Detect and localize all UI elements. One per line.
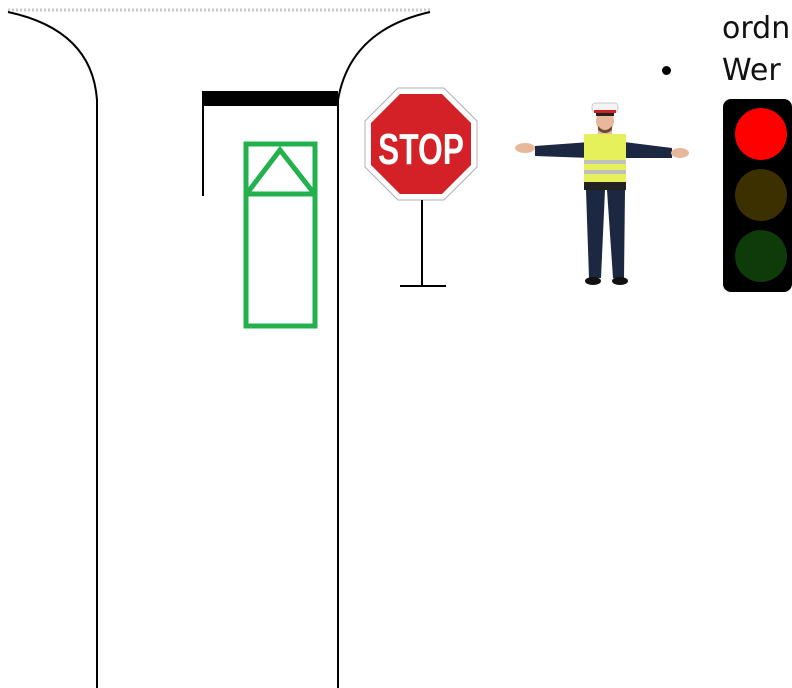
road-left-edge: [8, 12, 97, 688]
stop-sign-label: STOP: [378, 125, 464, 174]
traffic-light-green-lamp: [735, 230, 787, 282]
traffic-light-yellow-lamp: [735, 169, 787, 221]
traffic-light-red-lamp: [735, 108, 787, 160]
police-officer-figure: [515, 103, 689, 285]
traffic-light: [723, 99, 792, 292]
stop-line: [202, 91, 338, 106]
stop-sign: STOP: [365, 88, 477, 286]
vehicle-outline: [246, 144, 315, 326]
